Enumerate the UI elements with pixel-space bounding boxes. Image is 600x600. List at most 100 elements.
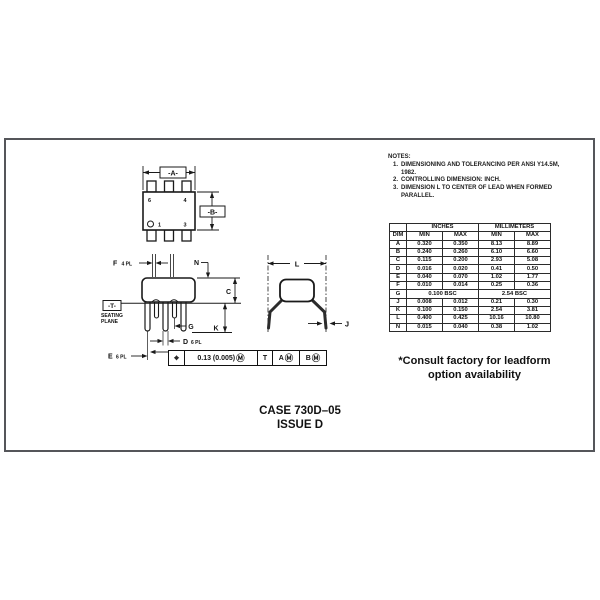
package-body-top bbox=[142, 191, 196, 231]
dim-cell: 0.015 bbox=[406, 322, 443, 332]
dim-cell: K bbox=[389, 305, 407, 316]
datum-ref-t: T bbox=[258, 351, 273, 365]
lead-side-right bbox=[308, 296, 328, 330]
dim-cell: 2.54 bbox=[478, 305, 515, 316]
dim-cell: 2.54 BSC bbox=[478, 289, 551, 299]
pin1-indicator-icon bbox=[147, 220, 154, 228]
notes-block: NOTES: 1. DIMENSIONING AND TOLERANCING P… bbox=[388, 154, 560, 201]
pin-number: 1 bbox=[158, 223, 161, 229]
dim-cell: 0.100 bbox=[406, 305, 443, 316]
dim-cell: 0.100 BSC bbox=[406, 289, 479, 299]
dim-cell: 0.240 bbox=[406, 247, 443, 258]
dim-cell: 2.93 bbox=[478, 256, 515, 266]
lead-front-1 bbox=[144, 300, 151, 332]
min-header: MIN bbox=[478, 231, 515, 241]
dim-j-label: J bbox=[345, 320, 349, 329]
dim-cell: 0.400 bbox=[406, 314, 443, 324]
issue-label: ISSUE D bbox=[276, 419, 323, 431]
dim-cell: 0.008 bbox=[406, 297, 443, 307]
true-position-icon: ⌖ bbox=[169, 351, 185, 365]
datum-t-label: -T- bbox=[108, 303, 116, 310]
note-item: 1. DIMENSIONING AND TOLERANCING PER ANSI… bbox=[388, 162, 560, 178]
dim-cell: 3.81 bbox=[514, 305, 551, 316]
note-number: 2. bbox=[393, 177, 399, 184]
dim-f-places: 4 PL bbox=[122, 262, 133, 268]
case-number: CASE 730D–05 bbox=[259, 405, 341, 417]
dim-cell: N bbox=[389, 322, 407, 332]
lead-bottom-1 bbox=[146, 229, 157, 242]
dim-cell: 0.50 bbox=[514, 264, 551, 274]
dim-cell: 0.36 bbox=[514, 281, 551, 291]
dim-e-places: 6 PL bbox=[116, 355, 127, 361]
note-text: CONTROLLING DIMENSION: INCH. bbox=[401, 177, 501, 184]
dim-header: DIM bbox=[389, 231, 407, 241]
dim-cell: 0.010 bbox=[406, 281, 443, 291]
dim-g-label: G bbox=[188, 324, 194, 331]
pin-number: 3 bbox=[184, 223, 187, 229]
lead-bottom-3 bbox=[181, 229, 192, 242]
dim-cell: 0.21 bbox=[478, 297, 515, 307]
lead-front-3 bbox=[180, 300, 187, 332]
mmc-modifier-icon: Ⓜ bbox=[236, 353, 245, 363]
note-text: DIMENSIONING AND TOLERANCING PER ANSI Y1… bbox=[401, 161, 560, 176]
datum-ref-b-cell: B Ⓜ bbox=[300, 351, 326, 365]
dim-cell: 0.425 bbox=[442, 314, 479, 324]
datum-a-label: -A- bbox=[168, 170, 178, 177]
lead-side-left bbox=[267, 296, 286, 330]
tolerance-feature-control-frame: ⌖ 0.13 (0.005) Ⓜ T A Ⓜ B Ⓜ bbox=[168, 350, 327, 366]
dimension-table: INCHES MILLIMETERS DIM MIN MAX MIN MAX A… bbox=[389, 222, 551, 332]
dim-d-label: D bbox=[183, 339, 188, 346]
table-corner-cell bbox=[389, 222, 407, 233]
dim-cell: E bbox=[389, 272, 407, 283]
consult-factory-note: *Consult factory for leadform option ava… bbox=[382, 355, 567, 382]
table-group-header-row: INCHES MILLIMETERS bbox=[389, 222, 551, 233]
dim-cell: 10.16 bbox=[478, 314, 515, 324]
note-text: DIMENSION L TO CENTER OF LEAD WHEN FORME… bbox=[401, 185, 553, 199]
dim-cell: 0.41 bbox=[478, 264, 515, 274]
dim-cell: 6.10 bbox=[478, 247, 515, 258]
dim-cell: 8.13 bbox=[478, 239, 515, 249]
side-view: L J bbox=[267, 255, 349, 332]
dim-cell: D bbox=[389, 264, 407, 274]
dim-cell: J bbox=[389, 297, 407, 307]
dim-cell: 0.25 bbox=[478, 281, 515, 291]
datum-ref-a-cell: A Ⓜ bbox=[273, 351, 300, 365]
tolerance-value: 0.13 (0.005) bbox=[197, 354, 236, 362]
consult-line-2: option availability bbox=[428, 368, 521, 381]
dim-cell: 0.040 bbox=[406, 272, 443, 283]
lead-bottom-2 bbox=[163, 229, 175, 242]
dim-cell: 0.320 bbox=[406, 239, 443, 249]
seating-plane-label: PLANE bbox=[101, 319, 119, 325]
dim-cell: 10.80 bbox=[514, 314, 551, 324]
millimeters-header: MILLIMETERS bbox=[478, 222, 551, 233]
dim-cell: B bbox=[389, 247, 407, 258]
dim-cell: 0.38 bbox=[478, 322, 515, 332]
consult-line-1: *Consult factory for leadform bbox=[398, 355, 551, 367]
dim-cell: 0.150 bbox=[442, 305, 479, 316]
dim-cell: G bbox=[389, 289, 407, 299]
datum-ref-b: B bbox=[305, 354, 311, 362]
dim-cell: 8.89 bbox=[514, 239, 551, 249]
note-item: 3. DIMENSION L TO CENTER OF LEAD WHEN FO… bbox=[388, 185, 560, 201]
datum-b-label: -B- bbox=[208, 209, 218, 216]
dim-cell: 6.60 bbox=[514, 247, 551, 258]
table-column-header-row: DIM MIN MAX MIN MAX bbox=[389, 231, 551, 241]
dim-cell: 0.012 bbox=[442, 297, 479, 307]
case-identifier: CASE 730D–05 ISSUE D bbox=[215, 404, 385, 432]
mmc-modifier-icon: Ⓜ bbox=[284, 353, 294, 363]
dim-cell: 1.77 bbox=[514, 272, 551, 283]
tolerance-value-cell: 0.13 (0.005) Ⓜ bbox=[185, 351, 258, 365]
dim-cell: L bbox=[389, 314, 407, 324]
max-header: MAX bbox=[442, 231, 479, 241]
mmc-modifier-icon: Ⓜ bbox=[311, 353, 321, 363]
dim-cell: F bbox=[389, 281, 407, 291]
